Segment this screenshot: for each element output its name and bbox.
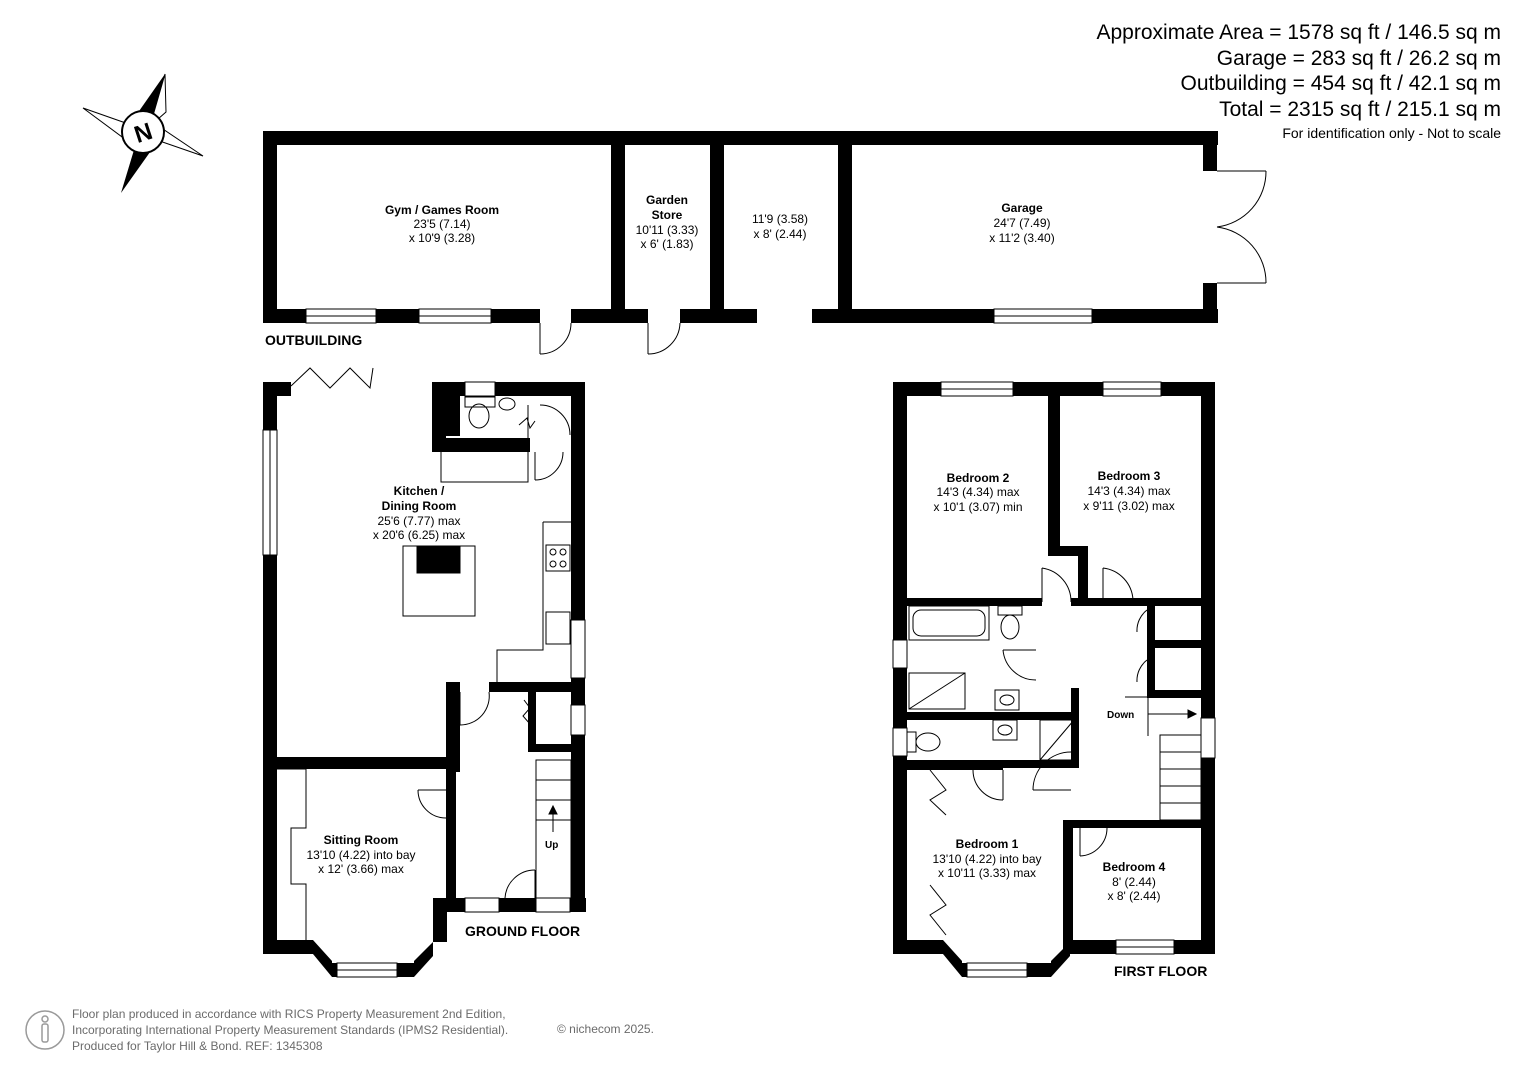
footer-line3: Produced for Taylor Hill & Bond. REF: 13… bbox=[72, 1039, 323, 1053]
sitting-room-name: Sitting Room bbox=[324, 833, 399, 847]
first-floor-plan bbox=[892, 381, 1216, 978]
gym-name: Gym / Games Room bbox=[385, 203, 499, 217]
bedroom2-dim1: 14'3 (4.34) max bbox=[937, 485, 1020, 499]
room-labels: Gym / Games Room 23'5 (7.14) x 10'9 (3.2… bbox=[265, 193, 1207, 979]
garage-area: Garage = 283 sq ft / 26.2 sq m bbox=[1216, 46, 1501, 70]
kitchen-dim2: x 20'6 (6.25) max bbox=[373, 528, 465, 542]
footer-line1: Floor plan produced in accordance with R… bbox=[72, 1007, 506, 1021]
outbuilding-doors bbox=[539, 170, 1267, 355]
outbuilding-plan bbox=[263, 131, 1218, 324]
stairs-up-label: Up bbox=[545, 840, 558, 851]
footer-line2: Incorporating International Property Mea… bbox=[72, 1023, 509, 1037]
person-logo-icon bbox=[25, 1010, 65, 1050]
bedroom3-dim1: 14'3 (4.34) max bbox=[1088, 484, 1171, 498]
outbuilding-label: OUTBUILDING bbox=[265, 332, 362, 348]
first-floor-fixtures bbox=[906, 567, 1202, 936]
first-floor-label: FIRST FLOOR bbox=[1114, 963, 1207, 979]
bedroom3-name: Bedroom 3 bbox=[1098, 469, 1161, 483]
garden-store-dim2: x 6' (1.83) bbox=[641, 237, 694, 251]
garage-name: Garage bbox=[1001, 201, 1043, 215]
bedroom1-name: Bedroom 1 bbox=[956, 837, 1019, 851]
footer-text: Floor plan produced in accordance with R… bbox=[72, 1006, 508, 1054]
bedroom4-dim1: 8' (2.44) bbox=[1112, 875, 1156, 889]
compass-icon: N bbox=[82, 73, 204, 193]
bedroom3-dim2: x 9'11 (3.02) max bbox=[1083, 499, 1174, 513]
kitchen-name1: Kitchen / bbox=[394, 484, 445, 498]
outbuilding-area: Outbuilding = 454 sq ft / 42.1 sq m bbox=[1180, 72, 1501, 95]
garden-store-name2: Store bbox=[652, 208, 683, 222]
ground-floor-fixtures bbox=[277, 367, 572, 940]
approximate-area: Approximate Area = 1578 sq ft / 146.5 sq… bbox=[1096, 21, 1502, 44]
garage-dim2: x 11'2 (3.40) bbox=[989, 231, 1054, 245]
kitchen-dim1: 25'6 (7.77) max bbox=[378, 514, 461, 528]
unnamed-room-dim1: 11'9 (3.58) bbox=[752, 212, 808, 226]
bedroom1-dim1: 13'10 (4.22) into bay bbox=[932, 852, 1041, 866]
bedroom2-dim2: x 10'1 (3.07) min bbox=[934, 500, 1023, 514]
gym-dim2: x 10'9 (3.28) bbox=[409, 231, 475, 245]
kitchen-name2: Dining Room bbox=[382, 499, 457, 513]
ground-floor-plan bbox=[262, 381, 586, 978]
footer-copyright: © nichecom 2025. bbox=[557, 1022, 654, 1036]
sitting-room-dim1: 13'10 (4.22) into bay bbox=[306, 848, 415, 862]
bedroom2-name: Bedroom 2 bbox=[947, 471, 1010, 485]
bedroom1-dim2: x 10'11 (3.33) max bbox=[938, 866, 1036, 880]
bedroom4-name: Bedroom 4 bbox=[1103, 860, 1166, 874]
stairs-down-label: Down bbox=[1107, 710, 1134, 721]
garden-store-dim1: 10'11 (3.33) bbox=[636, 223, 699, 237]
unnamed-room-dim2: x 8' (2.44) bbox=[754, 227, 807, 241]
garden-store-name1: Garden bbox=[646, 193, 688, 207]
sitting-room-dim2: x 12' (3.66) max bbox=[318, 862, 404, 876]
ground-floor-label: GROUND FLOOR bbox=[465, 923, 580, 939]
area-summary: Approximate Area = 1578 sq ft / 146.5 sq… bbox=[1097, 20, 1502, 144]
bedroom4-dim2: x 8' (2.44) bbox=[1108, 889, 1161, 903]
scale-note: For identification only - Not to scale bbox=[1282, 125, 1501, 141]
total-area: Total = 2315 sq ft / 215.1 sq m bbox=[1219, 97, 1501, 121]
gym-dim1: 23'5 (7.14) bbox=[414, 217, 471, 231]
garage-dim1: 24'7 (7.49) bbox=[994, 216, 1051, 230]
